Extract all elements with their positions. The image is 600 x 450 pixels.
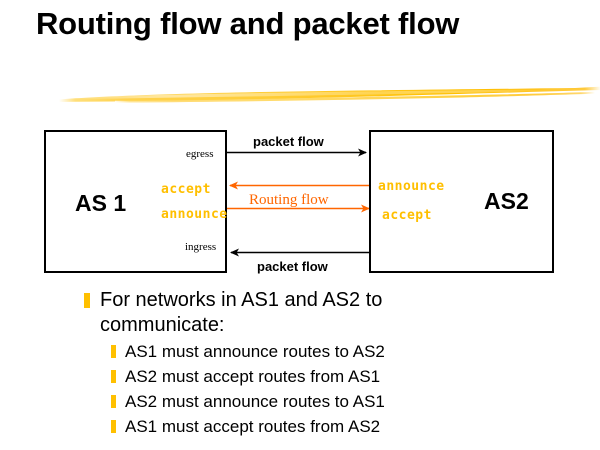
routing-flow-caption: Routing flow [249,192,329,208]
bullet-item-sub-4: AS1 must accept routes from AS2 [111,416,600,438]
bullet-sub-text: AS1 must announce routes to AS2 [125,342,385,361]
as2-announce-label: announce [378,179,445,194]
bullet-sub-text: AS1 must accept routes from AS2 [125,417,381,436]
bullet-item-main: For networks in AS1 and AS2 to communica… [84,288,600,338]
as1-accept-label: accept [161,182,211,197]
routing-diagram: AS 1 accept announce egress ingress AS2 … [44,130,554,274]
bullet-main-text: For networks in AS1 and AS2 to communica… [100,289,383,336]
bullet-marker-icon [111,420,116,433]
as2-label: AS2 [484,188,529,214]
egress-label: egress [186,148,214,160]
page-title: Routing flow and packet flow [36,6,460,41]
as1-label: AS 1 [75,190,127,216]
as2-accept-label: accept [382,208,432,223]
packet-flow-bottom-caption: packet flow [257,259,328,274]
bullet-marker-icon [111,395,116,408]
bullet-marker-icon [111,345,116,358]
as1-box [44,130,227,273]
bullet-item-sub-1: AS1 must announce routes to AS2 [111,341,600,363]
ingress-label: ingress [185,241,217,253]
bullet-marker-icon [111,370,116,383]
as1-announce-label: announce [161,207,228,222]
bullet-sub-text: AS2 must accept routes from AS1 [125,367,381,386]
bullet-list: For networks in AS1 and AS2 to communica… [0,286,600,438]
bullet-sub-text: AS2 must announce routes to AS1 [125,392,385,411]
diagram-arrows-layer [227,148,370,257]
as2-box [369,130,554,273]
bullet-marker-icon [84,293,90,308]
packet-flow-top-caption: packet flow [253,134,324,149]
bullet-item-sub-3: AS2 must announce routes to AS1 [111,391,600,413]
bullet-item-sub-2: AS2 must accept routes from AS1 [111,366,600,388]
